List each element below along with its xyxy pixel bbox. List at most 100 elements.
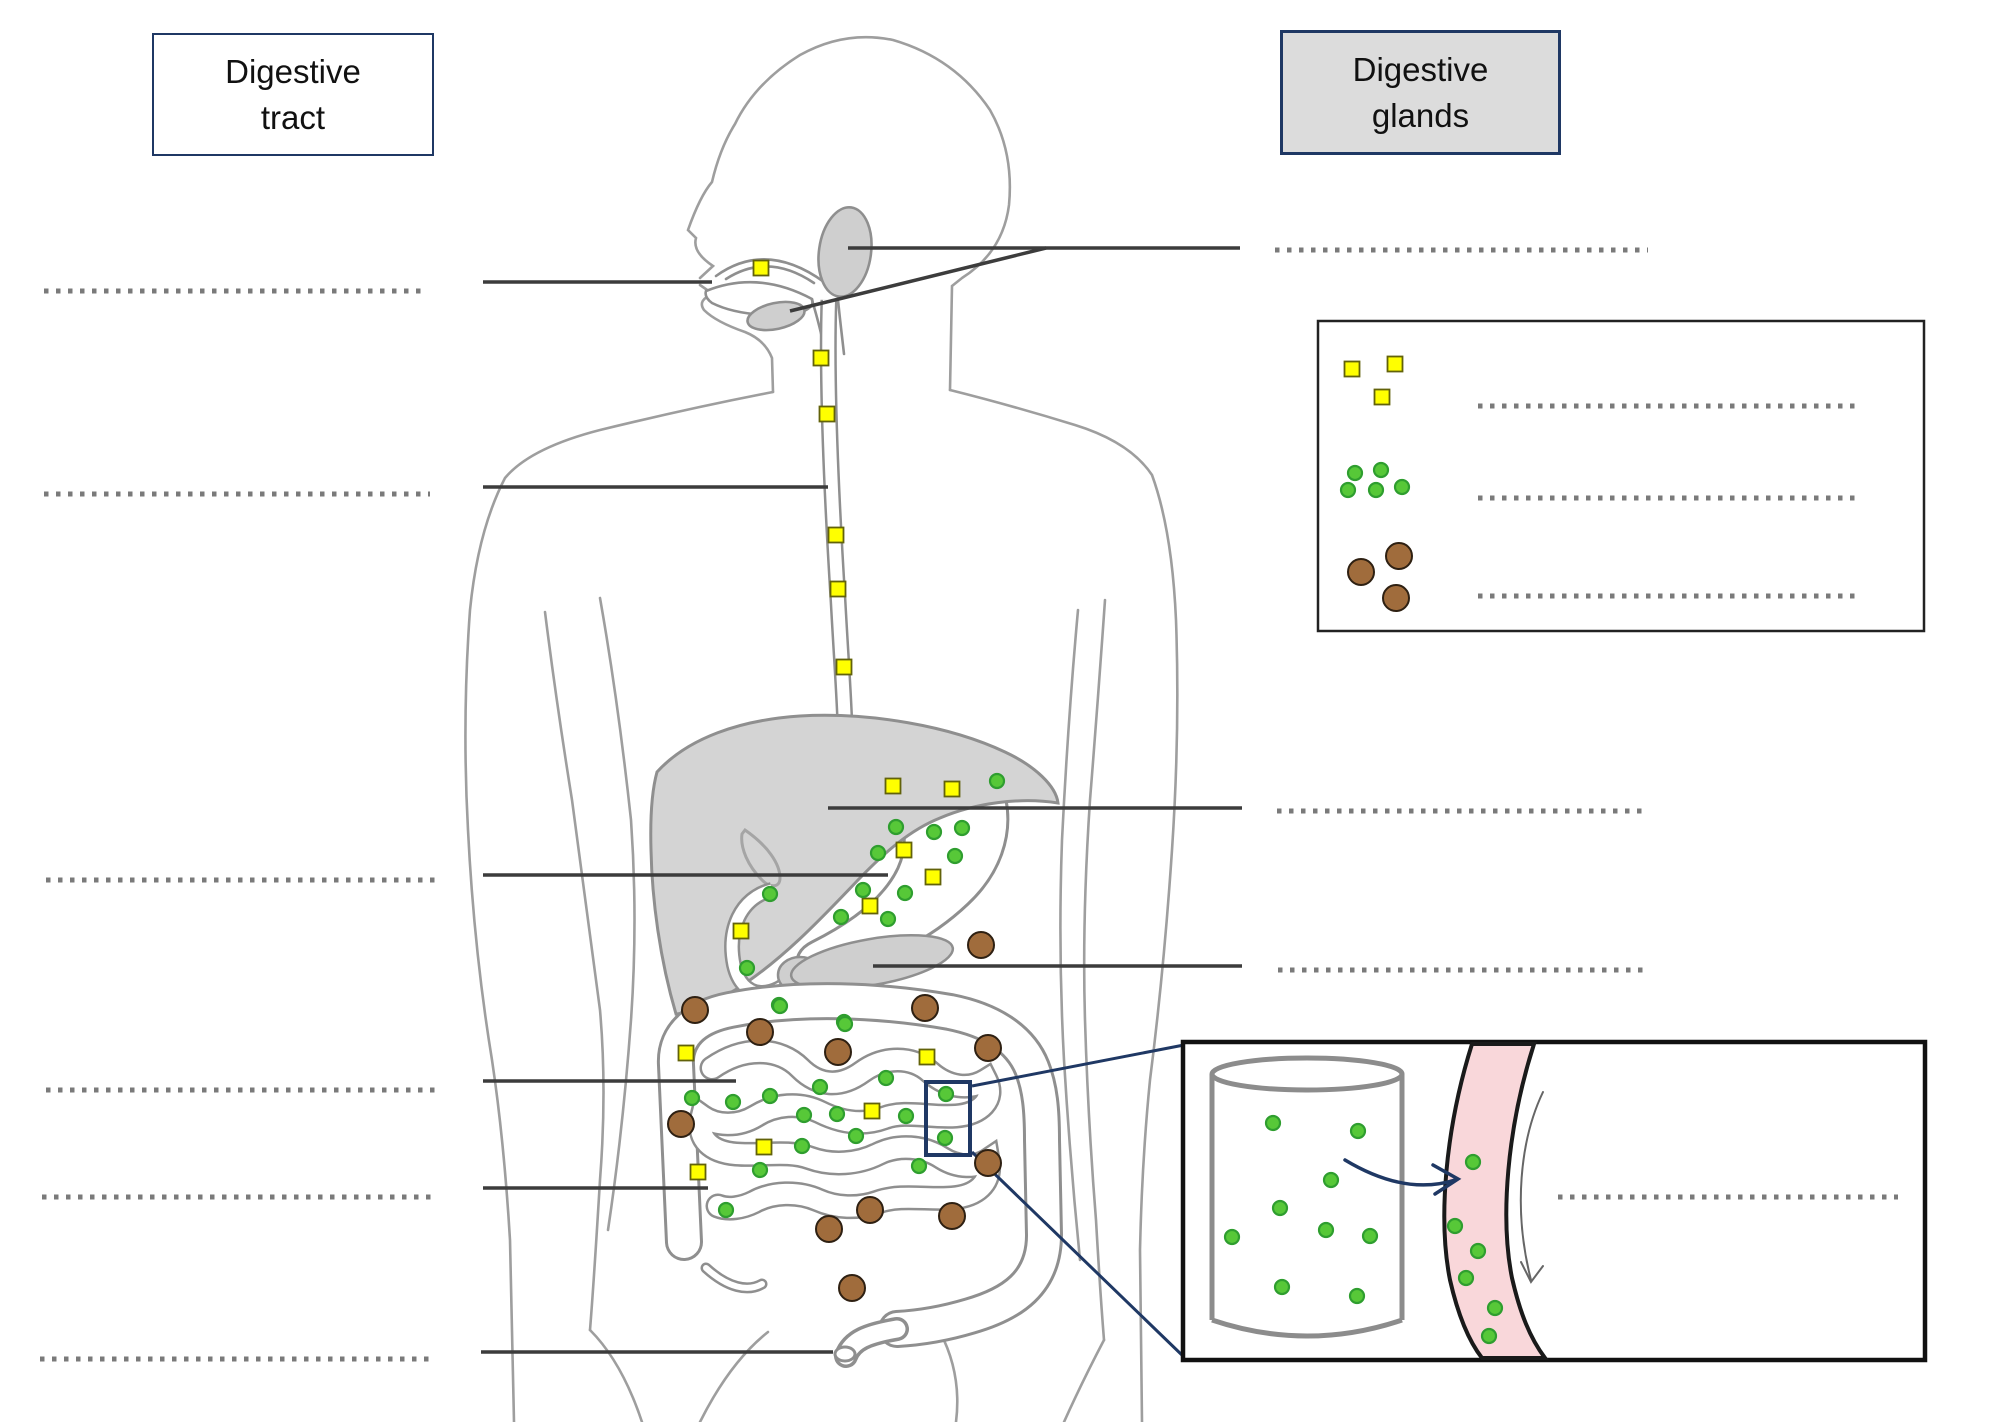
yellow-food-particle <box>818 405 836 423</box>
left-arm-outline <box>464 390 775 1422</box>
absorption-arrow-shaft <box>1343 1158 1457 1187</box>
esophagus-lumen <box>822 299 851 729</box>
digestive-tract-title-box: Digestive tract <box>152 33 434 156</box>
blood-flow-arrow <box>1519 1091 1544 1284</box>
yellow-food-particle <box>863 1102 881 1120</box>
green-nutrient-particle <box>910 1157 928 1175</box>
green-nutrient-particle <box>1361 1227 1379 1245</box>
parotid-gland <box>817 205 873 299</box>
green-nutrient-particle <box>793 1137 811 1155</box>
green-nutrient-particle <box>1367 481 1385 499</box>
green-nutrient-particle <box>937 1085 955 1103</box>
green-nutrient-particle <box>869 844 887 862</box>
face-chin-outline <box>698 283 775 394</box>
pointer-lines <box>481 246 1242 1354</box>
brown-waste-particle <box>1385 542 1413 570</box>
right-arm-inner-outline <box>1082 598 1107 1342</box>
esophagus <box>819 299 854 729</box>
yellow-food-particle <box>835 658 853 676</box>
digestive-glands-title: Digestive glands <box>1352 50 1489 134</box>
green-nutrient-particle <box>936 1129 954 1147</box>
yellow-food-particle <box>677 1044 695 1062</box>
green-nutrient-particle <box>988 772 1006 790</box>
blank-answer-dotted-lines <box>40 247 1898 1362</box>
yellow-food-particle <box>829 580 847 598</box>
food-particles <box>667 259 1504 1345</box>
green-nutrient-particle <box>811 1078 829 1096</box>
anus <box>833 1345 857 1363</box>
green-nutrient-particle <box>1372 461 1390 479</box>
yellow-food-particle <box>884 777 902 795</box>
green-nutrient-particle <box>896 884 914 902</box>
brown-waste-particle <box>967 931 995 959</box>
absorption-arrow <box>1343 1158 1462 1196</box>
yellow-food-particle <box>1343 360 1361 378</box>
yellow-food-particle <box>732 922 750 940</box>
blood-flow-arrow-head <box>1520 1261 1544 1284</box>
green-nutrient-particle <box>717 1201 735 1219</box>
green-nutrient-particle <box>795 1106 813 1124</box>
brown-waste-particle <box>974 1149 1002 1177</box>
green-nutrient-particle <box>1457 1269 1475 1287</box>
digestive-tract-title: Digestive tract <box>225 52 361 136</box>
digestive-glands-title-box: Digestive glands <box>1280 30 1561 155</box>
pointer-line <box>789 246 1047 313</box>
brown-waste-particle <box>746 1018 774 1046</box>
brown-waste-particle <box>815 1215 843 1243</box>
green-nutrient-particle <box>953 819 971 837</box>
green-nutrient-particle <box>832 908 850 926</box>
cylinder-bottom <box>1211 1317 1403 1339</box>
green-nutrient-particle <box>1273 1278 1291 1296</box>
yellow-food-particle <box>1373 388 1391 406</box>
yellow-food-particle <box>861 897 879 915</box>
green-nutrient-particle <box>925 823 943 841</box>
green-nutrient-particle <box>1446 1217 1464 1235</box>
green-nutrient-particle <box>1223 1228 1241 1246</box>
inset-box <box>1180 1039 1928 1363</box>
brown-waste-particle <box>667 1110 695 1138</box>
brown-waste-particle <box>824 1038 852 1066</box>
green-nutrient-particle <box>761 1087 779 1105</box>
right-leg-line <box>1062 1338 1106 1422</box>
right-inner-leg-line <box>938 1330 959 1422</box>
yellow-food-particle <box>943 780 961 798</box>
green-nutrient-particle <box>1264 1114 1282 1132</box>
green-nutrient-particle <box>738 959 756 977</box>
legend-box <box>1316 319 1926 633</box>
left-arm-inner-outline <box>543 610 605 1332</box>
gallbladder <box>740 827 782 888</box>
absorption-inset <box>1180 1039 1928 1363</box>
green-nutrient-particle <box>836 1015 854 1033</box>
green-nutrient-particle <box>724 1093 742 1111</box>
yellow-food-particle <box>918 1048 936 1066</box>
small-intestine-lumen <box>690 1041 999 1219</box>
yellow-food-particle <box>755 1138 773 1156</box>
absorption-arrow-head <box>1431 1163 1462 1196</box>
torso-right-outline <box>1059 608 1082 1262</box>
green-nutrient-particle <box>828 1105 846 1123</box>
green-nutrient-particle <box>1469 1242 1487 1260</box>
green-nutrient-particle <box>771 997 789 1015</box>
small-intestine <box>688 1039 1002 1221</box>
green-nutrient-particle <box>1464 1153 1482 1171</box>
brown-waste-particle <box>681 996 709 1024</box>
left-leg-line <box>588 1328 644 1422</box>
green-nutrient-particle <box>877 1069 895 1087</box>
green-nutrient-particle <box>946 847 964 865</box>
green-nutrient-particle <box>683 1089 701 1107</box>
green-nutrient-particle <box>854 881 872 899</box>
brown-waste-particle <box>856 1196 884 1224</box>
yellow-food-particle <box>895 841 913 859</box>
brown-waste-particle <box>1382 584 1410 612</box>
brown-waste-particle <box>938 1202 966 1230</box>
yellow-food-particle <box>689 1163 707 1181</box>
green-nutrient-particle <box>1393 478 1411 496</box>
brown-waste-particle <box>974 1034 1002 1062</box>
cylinder-top-rim <box>1209 1055 1405 1093</box>
green-nutrient-particle <box>761 885 779 903</box>
green-nutrient-particle <box>1348 1287 1366 1305</box>
green-nutrient-particle <box>887 818 905 836</box>
palate-outer-arc <box>714 258 826 284</box>
